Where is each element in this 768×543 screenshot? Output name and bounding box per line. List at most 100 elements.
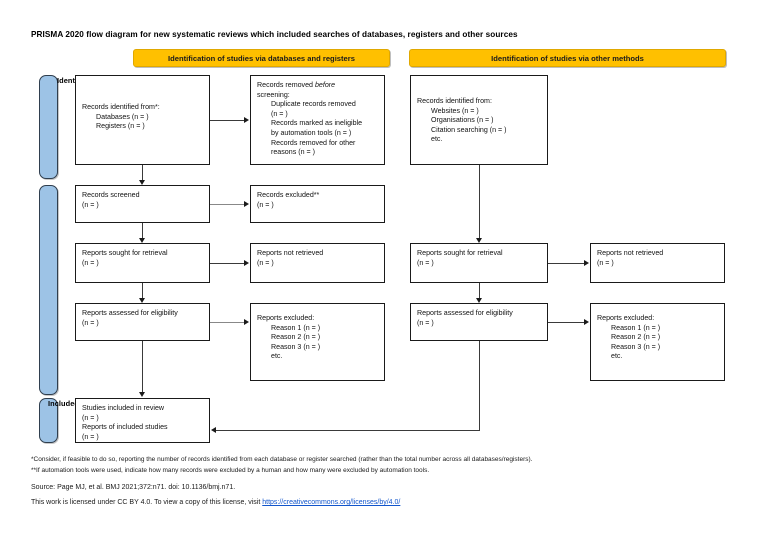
- connector-screened-to-excluded: [210, 204, 244, 205]
- text-line: (n = ): [417, 258, 434, 267]
- text-line: Records removed for other: [271, 138, 356, 147]
- license-text: This work is licensed under CC BY 4.0. T…: [31, 499, 263, 506]
- text-line: Databases (n = ): [96, 112, 149, 121]
- arrow-down-icon: [476, 298, 482, 303]
- phase-label-included: Included: [48, 399, 79, 408]
- phase-bar-included: [39, 398, 58, 443]
- text-line: Reports assessed for eligibility: [82, 309, 178, 317]
- text-line: Reports sought for retrieval: [417, 249, 503, 257]
- text-span: Records removed: [257, 81, 315, 89]
- text-line: Reason 1 (n = ): [611, 323, 661, 332]
- connector-assessed-to-included: [142, 341, 143, 393]
- footnote-consider: *Consider, if feasible to do so, reporti…: [31, 456, 533, 463]
- text-line: Reports assessed for eligibility: [417, 309, 513, 317]
- text-line: Organisations (n = ): [431, 116, 494, 125]
- connector-screened-to-sought: [142, 223, 143, 238]
- arrow-right-icon: [584, 260, 589, 266]
- phase-bar-screening: [39, 185, 58, 395]
- footnote-automation: **If automation tools were used, indicat…: [31, 467, 430, 474]
- text-line: Websites (n = ): [431, 106, 479, 115]
- box-other-reports-excluded: Reports excluded: Reason 1 (n = ) Reason…: [590, 303, 725, 381]
- box-records-identified-databases: Records identified from*: Databases (n =…: [75, 75, 210, 165]
- connector-assessed-to-reports-excluded: [210, 322, 244, 323]
- text-line: Records excluded**: [257, 191, 320, 199]
- box-records-removed-before-screening: Records removed before screening: Duplic…: [250, 75, 385, 165]
- text-line: Records identified from:: [417, 97, 492, 105]
- box-reports-assessed-for-eligibility: Reports assessed for eligibility (n = ): [75, 303, 210, 341]
- arrow-down-icon: [476, 238, 482, 243]
- text-line: Reason 3 (n = ): [611, 342, 661, 351]
- text-line: (n = ): [82, 318, 99, 327]
- text-line: screening:: [257, 90, 290, 99]
- source-citation: Source: Page MJ, et al. BMJ 2021;372:n71…: [31, 484, 236, 491]
- text-line: Studies included in review: [82, 404, 165, 412]
- box-studies-included-in-review: Studies included in review (n = ) Report…: [75, 398, 210, 443]
- text-line: Reason 2 (n = ): [271, 333, 321, 342]
- arrow-right-icon: [244, 201, 249, 207]
- header-bar-other-methods: Identification of studies via other meth…: [409, 49, 726, 67]
- text-line: (n = ): [82, 413, 99, 422]
- connector-other-identified-to-sought: [479, 165, 480, 238]
- arrow-down-icon: [139, 180, 145, 185]
- text-line: Reports excluded:: [597, 314, 655, 322]
- text-line: etc.: [611, 352, 623, 361]
- text-line: Citation searching (n = ): [431, 125, 507, 134]
- connector-identified-to-screened: [142, 165, 143, 180]
- text-span-italic: before: [314, 81, 336, 89]
- box-other-reports-not-retrieved: Reports not retrieved (n = ): [590, 243, 725, 283]
- connector-other-assessed-to-included-horizontal: [216, 430, 480, 431]
- text-line: Reason 1 (n = ): [271, 323, 321, 332]
- arrow-down-icon: [139, 392, 145, 397]
- text-line: reasons (n = ): [271, 148, 315, 157]
- box-reports-sought-for-retrieval: Reports sought for retrieval (n = ): [75, 243, 210, 283]
- text-line: Reports of included studies: [82, 423, 168, 432]
- text-line: (n = ): [82, 258, 99, 267]
- box-records-identified-other-methods: Records identified from: Websites (n = )…: [410, 75, 548, 165]
- arrow-down-icon: [139, 298, 145, 303]
- connector-other-sought-to-assessed: [479, 283, 480, 298]
- box-other-reports-sought-for-retrieval: Reports sought for retrieval (n = ): [410, 243, 548, 283]
- license-link[interactable]: https://creativecommons.org/licenses/by/…: [262, 499, 401, 506]
- text-line: (n = ): [257, 200, 274, 209]
- text-line: Duplicate records removed: [271, 100, 356, 109]
- text-line: Reports excluded:: [257, 314, 315, 322]
- arrow-right-icon: [244, 260, 249, 266]
- page-title: PRISMA 2020 flow diagram for new systema…: [31, 30, 518, 39]
- box-reports-excluded: Reports excluded: Reason 1 (n = ) Reason…: [250, 303, 385, 381]
- arrow-right-icon: [584, 319, 589, 325]
- text-line: Reports not retrieved: [257, 249, 324, 257]
- text-line: by automation tools (n = ): [271, 128, 352, 137]
- box-other-reports-assessed-for-eligibility: Reports assessed for eligibility (n = ): [410, 303, 548, 341]
- text-line: (n = ): [597, 258, 614, 267]
- license-line: This work is licensed under CC BY 4.0. T…: [31, 499, 400, 506]
- text-line: Records removed before: [257, 81, 378, 91]
- text-line: etc.: [431, 135, 443, 144]
- text-line: Records marked as ineligible: [271, 119, 363, 128]
- text-line: (n = ): [82, 200, 99, 209]
- connector-other-sought-to-not-retrieved: [548, 263, 584, 264]
- connector-sought-to-not-retrieved: [210, 263, 244, 264]
- box-records-screened: Records screened (n = ): [75, 185, 210, 223]
- text-line: Registers (n = ): [96, 122, 145, 131]
- arrow-right-icon: [244, 117, 249, 123]
- text-line: (n = ): [257, 258, 274, 267]
- text-line: (n = ): [271, 109, 288, 118]
- text-line: etc.: [271, 352, 283, 361]
- header-bar-databases: Identification of studies via databases …: [133, 49, 390, 67]
- connector-sought-to-assessed: [142, 283, 143, 298]
- connector-identified-to-removed: [210, 120, 244, 121]
- text-line: Reason 2 (n = ): [611, 333, 661, 342]
- text-line: Records identified from*:: [82, 103, 160, 111]
- box-reports-not-retrieved: Reports not retrieved (n = ): [250, 243, 385, 283]
- text-line: Reason 3 (n = ): [271, 342, 321, 351]
- connector-other-assessed-to-reports-excluded: [548, 322, 584, 323]
- connector-other-assessed-to-included-vertical: [479, 341, 480, 431]
- text-line: Reports sought for retrieval: [82, 249, 168, 257]
- phase-bar-identification: [39, 75, 58, 179]
- text-line: (n = ): [82, 432, 99, 441]
- arrow-right-icon: [244, 319, 249, 325]
- arrow-left-icon: [211, 427, 216, 433]
- text-line: Records screened: [82, 191, 140, 199]
- text-line: (n = ): [417, 318, 434, 327]
